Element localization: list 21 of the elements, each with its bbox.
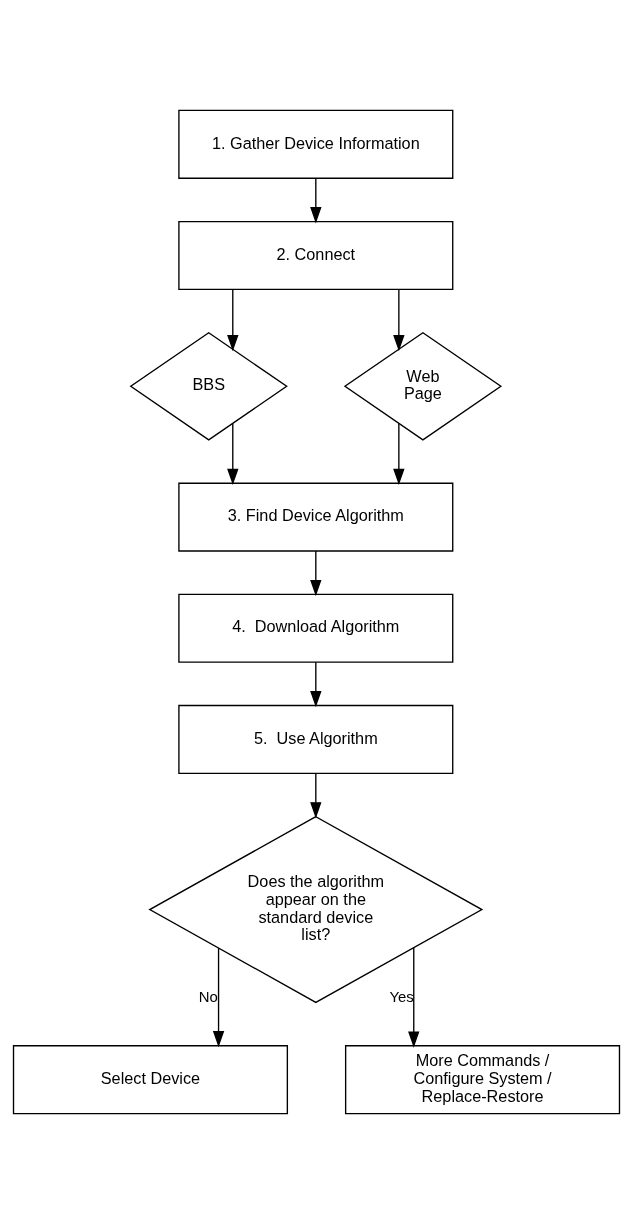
node-box: More Commands / Configure System / Replace-Restore <box>344 1045 621 1115</box>
edge-label: No <box>198 988 218 1005</box>
arrow <box>227 422 239 486</box>
arrow <box>212 947 225 1048</box>
edge-label: Yes <box>389 988 414 1005</box>
arrow <box>393 422 405 486</box>
node-box: 1. Gather Device Information <box>178 109 454 179</box>
node-box: Select Device <box>12 1045 289 1115</box>
node-diamond: BBS <box>129 331 288 441</box>
arrow <box>310 661 322 708</box>
arrow <box>393 288 405 352</box>
arrow <box>310 177 322 224</box>
node-diamond: Web Page <box>343 331 503 441</box>
arrow <box>227 288 239 352</box>
node-box: 2. Connect <box>178 220 454 291</box>
arrow <box>310 772 322 819</box>
arrow <box>310 550 322 597</box>
arrow <box>408 947 420 1048</box>
node-box: 3. Find Device Algorithm <box>178 482 454 552</box>
node-box: 4. Download Algorithm <box>178 593 454 663</box>
node-box: 5. Use Algorithm <box>178 704 454 774</box>
